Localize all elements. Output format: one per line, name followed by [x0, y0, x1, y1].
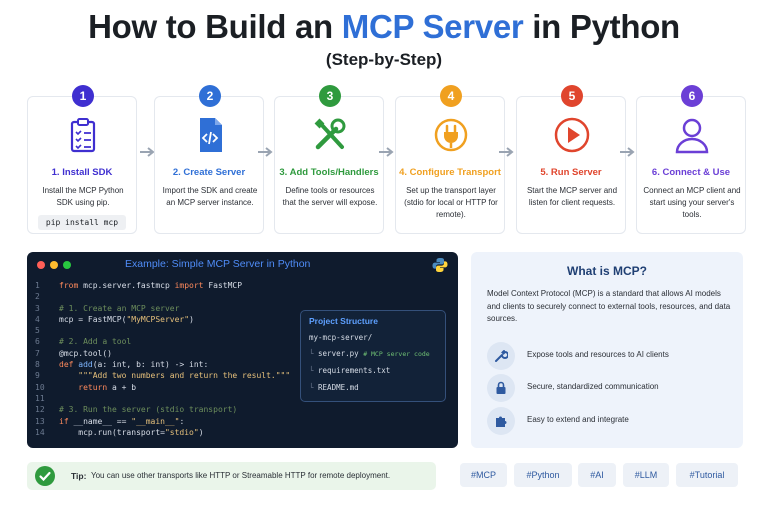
tip-label: Tip: [71, 471, 87, 481]
file-requirements: └ requirements.txt [309, 366, 391, 375]
step-description: Start the MCP server and listen for clie… [526, 186, 618, 207]
code-line: 6# 2. Add a tool [35, 337, 132, 347]
code-line: 3# 1. Create an MCP server [35, 303, 180, 313]
step-number: 5 [561, 85, 583, 107]
code-line: 5 [35, 326, 40, 336]
tag-tutorial[interactable]: #Tutorial [676, 463, 738, 487]
play-icon [554, 117, 590, 153]
step-description: Set up the transport layer (stdio for lo… [404, 186, 498, 219]
arrow-right-icon [620, 147, 635, 157]
project-structure-box: Project Structure my-mcp-server/ └ serve… [300, 310, 446, 402]
code-line: 11 [35, 393, 45, 403]
arrow-right-icon [379, 147, 394, 157]
code-panel-title: Example: Simple MCP Server in Python [125, 258, 311, 270]
feature-text: Secure, standardized communication [527, 382, 659, 391]
code-line: 10 return a + b [35, 382, 137, 392]
step-number: 3 [319, 85, 341, 107]
feature-text: Easy to extend and integrate [527, 415, 629, 424]
code-line: 14 mcp.run(transport="stdio") [35, 427, 204, 437]
step-title: 3. Add Tools/Handlers [279, 167, 379, 178]
step-title: 2. Create Server [172, 167, 246, 178]
tag-mcp[interactable]: #MCP [460, 463, 507, 487]
tag-ai[interactable]: #AI [578, 463, 616, 487]
wrench-icon [495, 350, 508, 362]
file-server-py: └ server.py # MCP server code [309, 349, 430, 358]
code-line: 12# 3. Run the server (stdio transport) [35, 405, 238, 415]
tools-icon [314, 118, 346, 150]
step-number: 2 [199, 85, 221, 107]
steps-row: 1 1. Install SDK Install the MCP Python … [27, 85, 746, 234]
step-card-connect: 6 6. Connect & Use Connect an MCP client… [636, 85, 746, 234]
step-number: 4 [440, 85, 462, 107]
clipboard-icon [70, 118, 96, 153]
step-title: 6. Connect & Use [651, 167, 731, 178]
arrow-right-icon [499, 147, 514, 157]
window-dot-green [63, 261, 71, 269]
step-title: 4. Configure Transport [399, 167, 501, 178]
code-line: 9 """Add two numbers and return the resu… [35, 371, 291, 381]
step-description: Install the MCP Python SDK using pip. [42, 186, 124, 207]
step-title: 1. Install SDK [51, 167, 113, 178]
what-is-mcp-description: Model Context Protocol (MCP) is a standa… [487, 289, 731, 323]
plug-icon [434, 118, 468, 152]
window-dot-yellow [50, 261, 58, 269]
arrow-right-icon [258, 147, 273, 157]
user-icon [675, 118, 709, 154]
title-post: in Python [532, 8, 680, 45]
tip-text: You can use other transports like HTTP o… [91, 471, 391, 480]
step-description: Define tools or resources that the serve… [282, 186, 378, 207]
step-description: Connect an MCP client and start using yo… [643, 186, 741, 219]
step-description: Import the SDK and create an MCP server … [162, 186, 258, 207]
page-title: How to Build an MCP Server in Python [0, 8, 768, 46]
file-readme: └ README.md [309, 383, 359, 392]
python-logo-icon [432, 258, 448, 272]
feature-text: Expose tools and resources to AI clients [527, 350, 669, 359]
tip-banner: Tip: You can use other transports like H… [27, 462, 436, 490]
title-accent: MCP Server [341, 8, 524, 45]
title-pre: How to Build an [88, 8, 333, 45]
step-card-run: 5 5. Run Server Start the MCP server and… [516, 85, 626, 234]
what-is-mcp-panel: What is MCP? Model Context Protocol (MCP… [471, 252, 743, 448]
install-command: pip install mcp [38, 215, 126, 230]
lock-icon [496, 381, 506, 394]
window-dot-red [37, 261, 45, 269]
project-structure-title: Project Structure [309, 316, 378, 326]
tag-llm[interactable]: #LLM [623, 463, 669, 487]
arrow-right-icon [140, 147, 155, 157]
what-is-mcp-title: What is MCP? [567, 264, 647, 278]
step-card-create: 2 2. Create Server Import the SDK and cr… [154, 85, 264, 234]
step-number: 6 [681, 85, 703, 107]
check-circle-icon [35, 466, 55, 486]
page-subtitle: (Step-by-Step) [325, 50, 443, 69]
tag-python[interactable]: #Python [514, 463, 572, 487]
code-line: 2 [35, 292, 40, 302]
step-title: 5. Run Server [540, 167, 602, 178]
project-root: my-mcp-server/ [309, 333, 373, 342]
step-card-tools: 3 3. Add Tools/Handlers Define tools or … [274, 85, 384, 234]
step-card-transport: 4 4. Configure Transport Set up the tran… [395, 85, 505, 234]
code-line: 7@mcp.tool() [35, 348, 112, 358]
step-card-install: 1 1. Install SDK Install the MCP Python … [27, 85, 137, 234]
code-file-icon [200, 118, 222, 152]
puzzle-icon [496, 416, 507, 427]
step-number: 1 [72, 85, 94, 107]
